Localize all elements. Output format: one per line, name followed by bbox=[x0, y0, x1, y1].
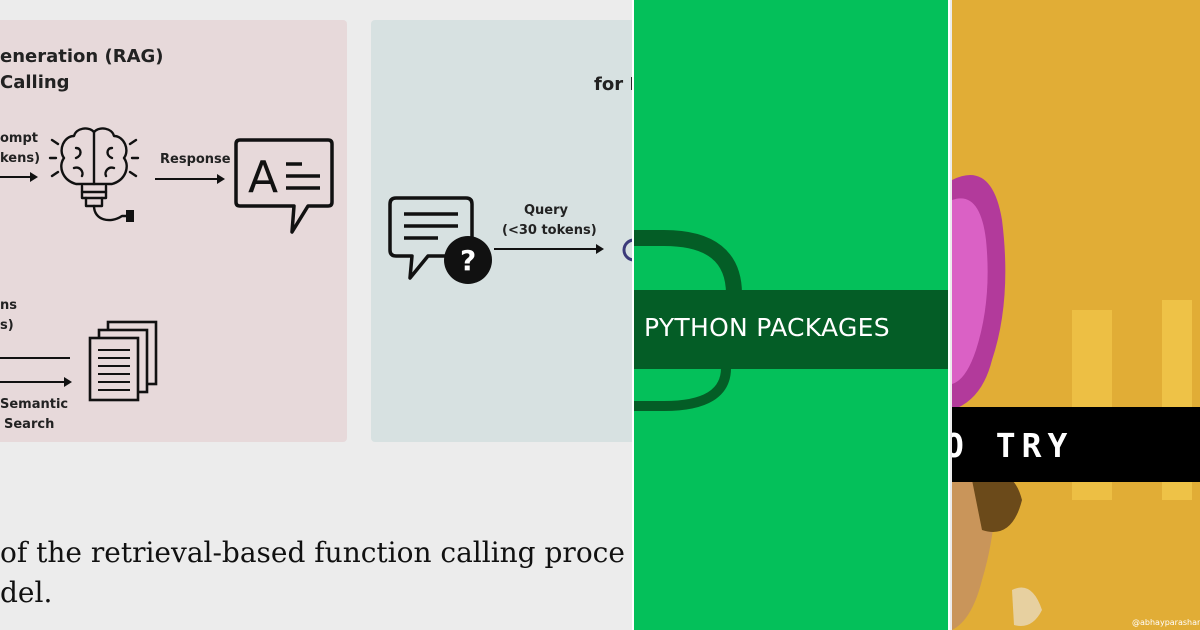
response-label: Response bbox=[160, 152, 231, 167]
title-band bbox=[952, 407, 1200, 482]
query-label-line1: Query bbox=[524, 203, 569, 218]
query-arrow bbox=[494, 244, 604, 254]
rag-title-line1: eneration (RAG) bbox=[0, 46, 164, 67]
chat-question-icon: ? bbox=[388, 196, 492, 284]
rag-title-line2: Calling bbox=[0, 72, 70, 93]
partial-icon bbox=[622, 238, 632, 262]
divider-left bbox=[632, 0, 634, 630]
retrieval-arrows bbox=[0, 357, 72, 387]
thumbnail-panel: O TRY @abhayparashar3 bbox=[952, 0, 1200, 630]
python-packages-panel: PYTHON PACKAGES bbox=[634, 0, 948, 630]
query-card-title: for I bbox=[594, 74, 632, 95]
person-photo-graphic bbox=[952, 175, 1192, 630]
document-speech-icon: A bbox=[234, 138, 334, 234]
divider-right bbox=[948, 0, 950, 630]
prompt-label-line1: ompt bbox=[0, 131, 38, 146]
ns-label-line2: s) bbox=[0, 318, 14, 333]
query-card bbox=[371, 20, 632, 442]
semantic-label-line2: Search bbox=[4, 417, 55, 432]
python-packages-title: PYTHON PACKAGES bbox=[644, 313, 890, 342]
rag-card bbox=[0, 20, 347, 442]
watermark: @abhayparashar3 bbox=[1132, 618, 1200, 627]
svg-text:?: ? bbox=[460, 244, 476, 277]
documents-stack-icon bbox=[88, 320, 158, 402]
brain-bulb-icon bbox=[48, 127, 140, 222]
caption-line1: of the retrieval-based function calling … bbox=[0, 536, 625, 569]
prompt-label-line2: kens) bbox=[0, 151, 41, 166]
try-title: O TRY bbox=[952, 426, 1074, 465]
semantic-label-line1: Semantic bbox=[0, 397, 69, 412]
svg-text:A: A bbox=[248, 152, 278, 203]
prompt-arrow bbox=[0, 172, 38, 182]
paper-figure-panel: eneration (RAG) Calling ompt kens) Respo… bbox=[0, 20, 632, 609]
caption-line2: del. bbox=[0, 576, 53, 609]
query-label-line2: (<30 tokens) bbox=[502, 223, 597, 238]
title-band bbox=[634, 290, 948, 369]
response-arrow bbox=[155, 174, 225, 184]
ns-label-line1: ns bbox=[0, 298, 17, 313]
